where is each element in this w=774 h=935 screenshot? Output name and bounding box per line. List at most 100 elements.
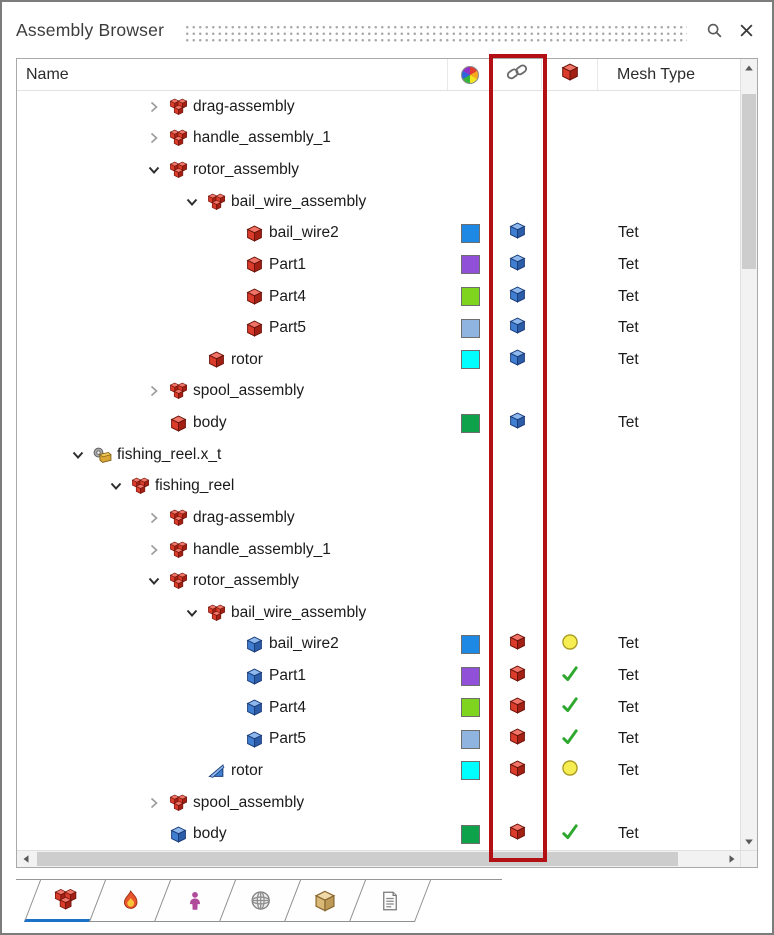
tab-assembly[interactable] — [23, 880, 107, 922]
tree-row[interactable]: drag-assembly — [17, 91, 740, 123]
horizontal-scrollbar[interactable] — [17, 850, 740, 867]
display-color-swatch[interactable] — [460, 318, 480, 338]
link-cube-red-icon[interactable] — [509, 697, 526, 719]
vertical-scrollbar[interactable] — [740, 59, 757, 867]
cube-red-icon — [242, 256, 266, 274]
tree-row[interactable]: fishing_reel.x_t — [17, 439, 740, 471]
collapse-arrow-icon[interactable] — [65, 447, 90, 463]
display-color-swatch[interactable] — [460, 666, 480, 686]
link-cube-red-icon[interactable] — [509, 728, 526, 750]
display-color-swatch[interactable] — [460, 413, 480, 433]
link-cube-blue-icon[interactable] — [509, 349, 526, 371]
expand-arrow-icon[interactable] — [141, 542, 166, 558]
scroll-right-arrow-icon[interactable] — [723, 851, 740, 867]
column-header-link[interactable] — [492, 59, 542, 90]
tree-node-label: fishing_reel — [155, 477, 235, 495]
link-cube-red-icon[interactable] — [509, 633, 526, 655]
v-scroll-track[interactable] — [741, 76, 757, 833]
tree-row[interactable]: drag-assembly — [17, 502, 740, 534]
tree-row[interactable]: rotor_assembly — [17, 154, 740, 186]
display-color-swatch[interactable] — [460, 634, 480, 654]
color-swatch-cell — [448, 761, 492, 781]
expand-arrow-icon[interactable] — [141, 510, 166, 526]
expand-arrow-icon[interactable] — [141, 99, 166, 115]
collapse-arrow-icon[interactable] — [141, 573, 166, 589]
scroll-down-arrow-icon[interactable] — [741, 833, 757, 850]
tree-row[interactable]: fishing_reel — [17, 471, 740, 503]
scroll-left-arrow-icon[interactable] — [17, 851, 34, 867]
display-color-swatch[interactable] — [460, 824, 480, 844]
tree-row-name-cell: drag-assembly — [17, 98, 448, 116]
display-color-swatch[interactable] — [460, 287, 480, 307]
column-header-color[interactable] — [448, 59, 492, 90]
link-cube-blue-icon[interactable] — [509, 222, 526, 244]
drag-grip[interactable] — [184, 22, 687, 42]
tree-row-name-cell: rotor_assembly — [17, 161, 448, 179]
panel-title: Assembly Browser — [16, 19, 165, 40]
tree-row[interactable]: spool_assembly — [17, 376, 740, 408]
tab-thermal[interactable] — [88, 880, 172, 922]
link-cube-red-icon[interactable] — [509, 665, 526, 687]
h-scroll-track[interactable] — [34, 851, 723, 867]
collapse-arrow-icon[interactable] — [179, 194, 204, 210]
pending-circle-icon — [561, 633, 579, 656]
display-color-swatch[interactable] — [460, 255, 480, 275]
expand-arrow-icon[interactable] — [141, 130, 166, 146]
mesh-status-cell — [542, 633, 598, 656]
column-header-mesh-type[interactable]: Mesh Type — [598, 59, 740, 90]
link-cell — [492, 254, 542, 276]
column-header-name[interactable]: Name — [17, 59, 448, 90]
collapse-arrow-icon[interactable] — [179, 605, 204, 621]
link-cube-blue-icon[interactable] — [509, 412, 526, 434]
column-header-mesh[interactable] — [542, 59, 598, 90]
v-scroll-thumb[interactable] — [742, 94, 756, 269]
link-cube-red-icon[interactable] — [509, 823, 526, 845]
tree-row[interactable]: spool_assembly — [17, 787, 740, 819]
search-icon[interactable] — [703, 19, 725, 41]
collapse-arrow-icon[interactable] — [141, 162, 166, 178]
tree-row[interactable]: bail_wire_assembly — [17, 597, 740, 629]
tree-row[interactable]: bail_wire_assembly — [17, 186, 740, 218]
tab-report[interactable] — [348, 880, 432, 922]
display-color-swatch[interactable] — [460, 223, 480, 243]
color-swatch-cell — [448, 729, 492, 749]
assembly-icon — [204, 604, 228, 622]
link-cube-blue-icon[interactable] — [509, 317, 526, 339]
expand-arrow-icon[interactable] — [141, 383, 166, 399]
link-cube-blue-icon[interactable] — [509, 286, 526, 308]
tab-material[interactable] — [283, 880, 367, 922]
assembly-icon — [166, 129, 190, 147]
link-cube-blue-icon[interactable] — [509, 254, 526, 276]
close-icon[interactable] — [735, 19, 757, 41]
h-scroll-thumb[interactable] — [37, 852, 678, 866]
check-icon — [561, 728, 579, 751]
collapse-arrow-icon[interactable] — [103, 478, 128, 494]
scroll-up-arrow-icon[interactable] — [741, 59, 757, 76]
tab-mesh[interactable] — [218, 880, 302, 922]
link-cube-red-icon[interactable] — [509, 760, 526, 782]
tab-manikin[interactable] — [153, 880, 237, 922]
display-color-swatch[interactable] — [460, 698, 480, 718]
cube-red-icon — [242, 288, 266, 305]
part-file-icon — [90, 446, 114, 464]
tree-row[interactable]: handle_assembly_1 — [17, 534, 740, 566]
display-color-swatch[interactable] — [460, 729, 480, 749]
tree-row[interactable]: handle_assembly_1 — [17, 123, 740, 155]
tree-column-header: Name Mesh Type — [17, 59, 740, 91]
expand-arrow-icon[interactable] — [141, 795, 166, 811]
display-color-swatch[interactable] — [460, 350, 480, 370]
tree-row[interactable]: rotor_assembly — [17, 565, 740, 597]
display-color-swatch[interactable] — [460, 761, 480, 781]
